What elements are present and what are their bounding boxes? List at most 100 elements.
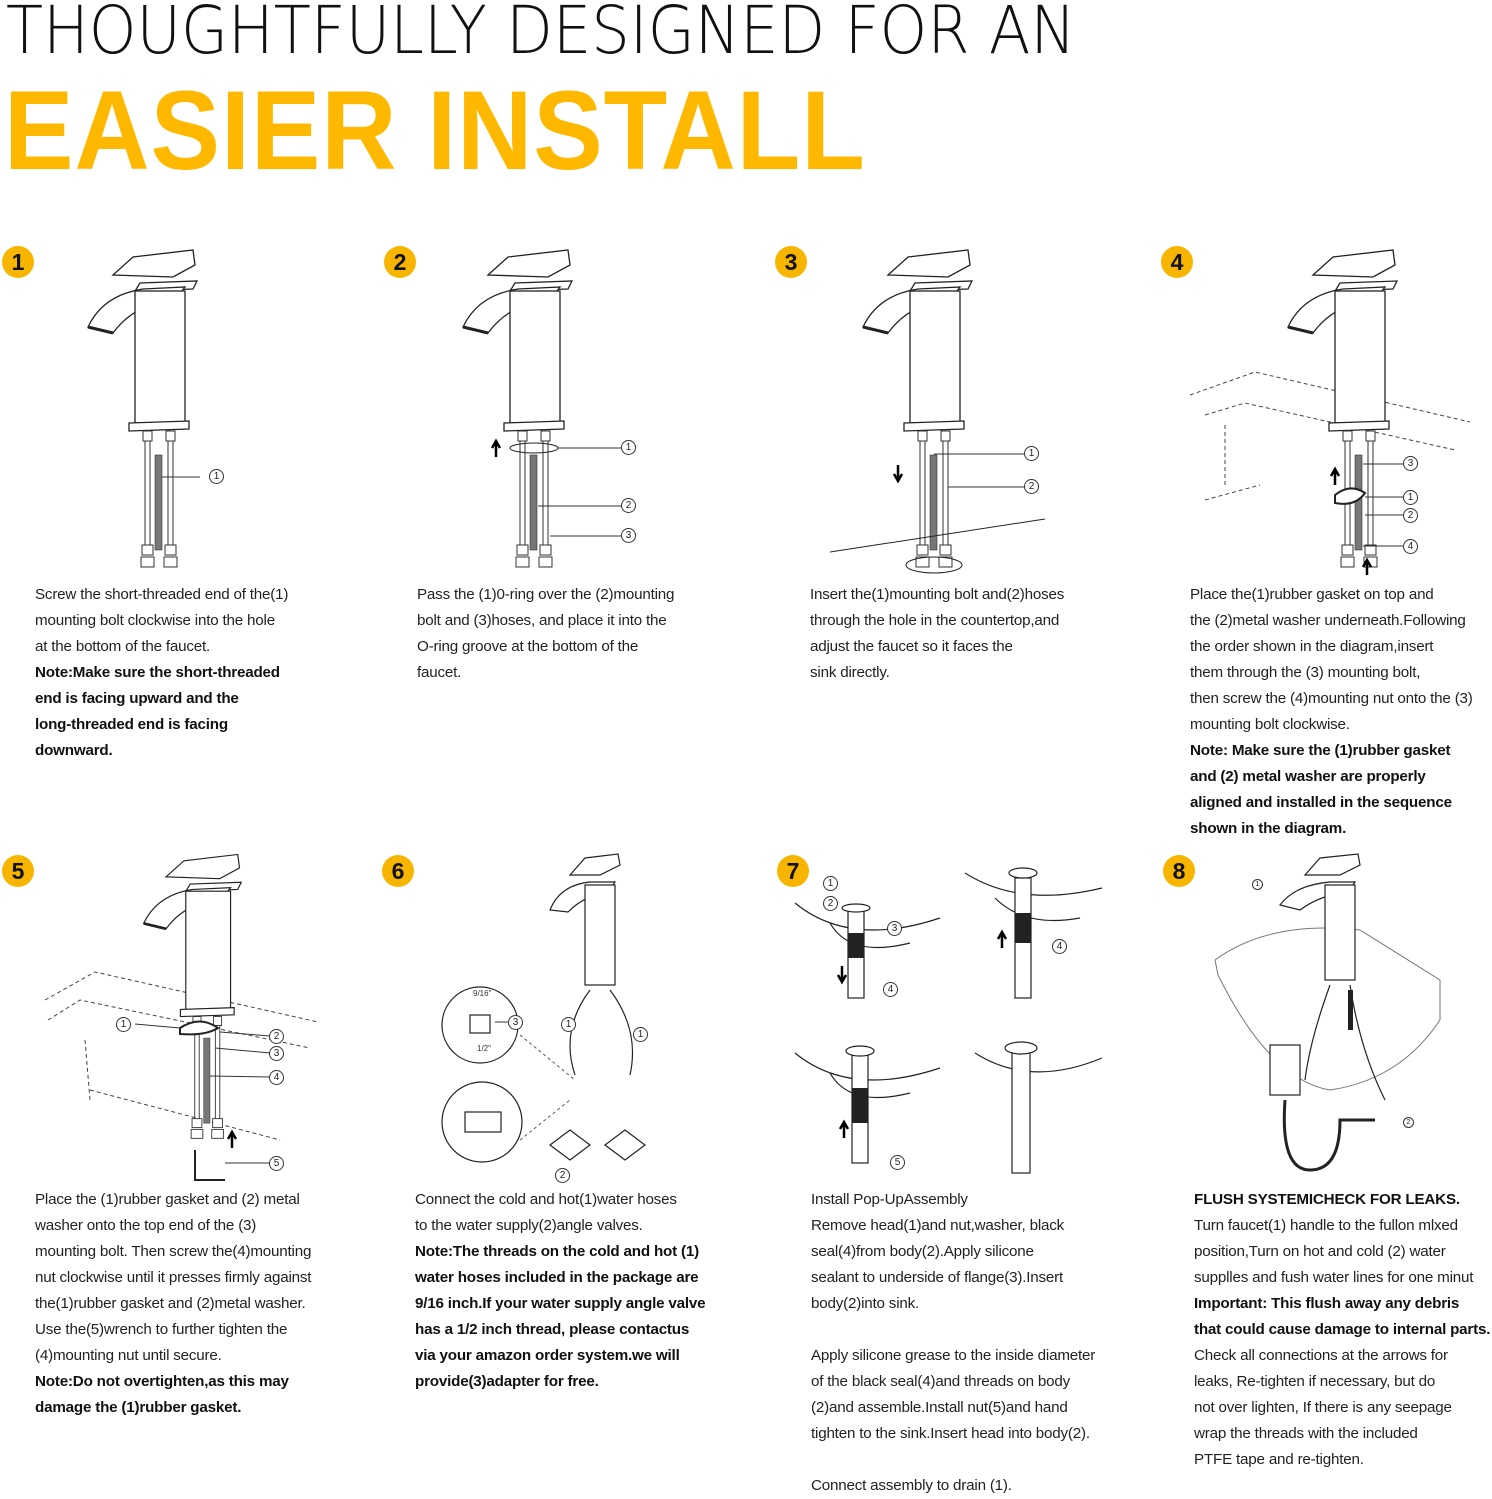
step-1-badge: 1 [2,246,34,278]
text-line: end is facing upward and the [35,690,239,707]
callout: 1 [823,876,838,891]
step-6-text: Connect the cold and hot(1)water hoses to… [415,1187,706,1395]
title-line-2: EASIER INSTALL [4,68,866,193]
step-6-diagram [440,850,660,1185]
step-1-diagram [85,245,200,580]
step-2-diagram [460,245,622,580]
step-2-text: Pass the (1)0-ring over the (2)mounting b… [417,582,674,686]
text-line: provide(3)adapter for free. [415,1373,599,1390]
text-line: of the black seal(4)and threads on body [811,1373,1070,1390]
text-line: at the bottom of the faucet. [35,638,211,655]
text-line: nut clockwise until it presses firmly ag… [35,1269,312,1286]
text-line: Check all connections at the arrows for [1194,1347,1448,1364]
callout: 3 [508,1015,523,1030]
text-line: Place the(1)rubber gasket on top and [1190,586,1434,603]
callout: 2 [1024,479,1039,494]
step-8-diagram [1210,850,1450,1185]
text-line: Connect the cold and hot(1)water hoses [415,1191,677,1208]
text-line: to the water supply(2)angle valves. [415,1217,643,1234]
text-line: Pass the (1)0-ring over the (2)mounting [417,586,675,603]
step-3-text: Insert the(1)mounting bolt and(2)hoses th… [810,582,1064,686]
text-line: FLUSH SYSTEMICHECK FOR LEAKS. [1194,1191,1460,1208]
step-5-badge: 5 [2,855,34,887]
text-line: aligned and installed in the sequence [1190,794,1452,811]
callout: 1 [1403,490,1418,505]
step-5-diagram [40,850,320,1185]
callout: 4 [883,982,898,997]
text-line: and (2) metal washer are properly [1190,768,1426,785]
callout: 3 [1403,456,1418,471]
callout: 1 [1024,446,1039,461]
text-line: Important: This flush away any debris [1194,1295,1460,1312]
step-2-badge: 2 [384,246,416,278]
text-line: Note: Make sure the (1)rubber gasket [1190,742,1451,759]
text-line: wrap the threads with the included [1194,1425,1418,1442]
text-line: mounting bolt. Then screw the(4)mounting [35,1243,312,1260]
text-line: long-threaded end is facing [35,716,228,733]
size-label: 1/2" [477,1044,491,1053]
size-label: 9/16" [473,989,492,998]
callout: 1 [633,1027,648,1042]
callout: 5 [269,1156,284,1171]
callout: 2 [555,1168,570,1183]
text-line: adjust the faucet so it faces the [810,638,1013,655]
step-8-badge: 8 [1163,855,1195,887]
text-line: water hoses included in the package are [415,1269,699,1286]
text-line: through the hole in the countertop,and [810,612,1060,629]
text-line: Use the(5)wrench to further tighten the [35,1321,288,1338]
step-3-diagram [830,245,1060,580]
text-line: seal(4)from body(2).Apply silicone [811,1243,1034,1260]
text-line: Turn faucet(1) handle to the fullon mlxe… [1194,1217,1458,1234]
text-line: Remove head(1)and nut,washer, black [811,1217,1065,1234]
text-line: that could cause damage to internal part… [1194,1321,1491,1338]
text-line: sink directly. [810,664,890,681]
text-line: them through the (3) mounting bolt, [1190,664,1421,681]
text-line: Insert the(1)mounting bolt and(2)hoses [810,586,1065,603]
callout: 1 [209,469,224,484]
callout: 4 [1052,939,1067,954]
text-line: faucet. [417,664,462,681]
text-line: bolt and (3)hoses, and place it into the [417,612,667,629]
callout: 1 [561,1017,576,1032]
text-line: supplles and fush water lines for one mi… [1194,1269,1474,1286]
callout: 5 [890,1155,905,1170]
step-7-badge: 7 [777,855,809,887]
callout: 2 [1403,1117,1414,1128]
text-line: Place the (1)rubber gasket and (2) metal [35,1191,300,1208]
step-4-diagram [1185,245,1475,580]
callout: 1 [1252,879,1263,890]
callout: 2 [823,896,838,911]
text-line: O-ring groove at the bottom of the [417,638,639,655]
text-line: Screw the short-threaded end of the(1) [35,586,289,603]
text-line: the(1)rubber gasket and (2)metal washer. [35,1295,306,1312]
step-6-badge: 6 [382,855,414,887]
text-line: downward. [35,742,113,759]
step-1-text: Screw the short-threaded end of the(1) mo… [35,582,288,764]
text-line: has a 1/2 inch thread, please contactus [415,1321,690,1338]
callout: 4 [1403,539,1418,554]
step-3-badge: 3 [775,246,807,278]
text-line: Note:Make sure the short-threaded [35,664,280,681]
callout: 2 [269,1029,284,1044]
step-7-diagram [790,848,1110,1183]
text-line: (4)mounting nut until secure. [35,1347,222,1364]
text-line: body(2)into sink. [811,1295,920,1312]
callout: 3 [621,528,636,543]
callout: 3 [887,921,902,936]
callout: 3 [269,1046,284,1061]
text-line: Install Pop-UpAssembly [811,1191,968,1208]
text-line: then screw the (4)mounting nut onto the … [1190,690,1473,707]
text-line: via your amazon order system.we will [415,1347,680,1364]
text-line: leaks, Re-tighten if necessary, but do [1194,1373,1436,1390]
callout: 1 [116,1017,131,1032]
text-line: mounting bolt clockwise into the hole [35,612,275,629]
callout: 2 [1403,508,1418,523]
text-line: Connect assembly to drain (1). [811,1477,1012,1494]
text-line: position,Turn on hot and cold (2) water [1194,1243,1446,1260]
text-line: 9/16 inch.If your water supply angle val… [415,1295,706,1312]
step-8-text: FLUSH SYSTEMICHECK FOR LEAKS. Turn fauce… [1194,1187,1490,1473]
text-line: mounting bolt clockwise. [1190,716,1350,733]
step-5-text: Place the (1)rubber gasket and (2) metal… [35,1187,311,1421]
text-line: tighten to the sink.Insert head into bod… [811,1425,1090,1442]
